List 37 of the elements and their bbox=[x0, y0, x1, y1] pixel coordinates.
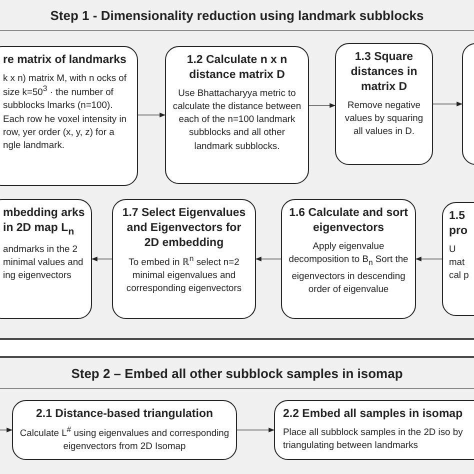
process-box bbox=[12, 400, 237, 460]
step-heading: 2.2 Embed all samples in isomap bbox=[283, 407, 464, 422]
step-description: Place all subblock samples in the 2D iso by triangulating between landmarks bbox=[283, 424, 464, 452]
step-description: Use Bhattacharyya metric to calculate the distance between each of the n=100 landmark subblocks and all other landmark subblocks. bbox=[172, 86, 302, 152]
process-box bbox=[335, 43, 433, 165]
process-box bbox=[0, 46, 138, 186]
arrow bbox=[91, 256, 112, 262]
process-box bbox=[112, 199, 256, 319]
step-heading: 1.7 Select Eigenvalues and Eigenvectors for 2D embedding bbox=[121, 206, 247, 251]
step-description: U mat cal p bbox=[449, 242, 470, 282]
step-description: To embed in ℝ$^{n}$ select n=2 minimal eigenvalues and corresponding eigenvectors bbox=[125, 254, 243, 294]
arrow bbox=[0, 428, 13, 432]
arrow bbox=[432, 102, 463, 106]
panel-title: Step 1 - Dimensionality reduction using landmark subblocks bbox=[50, 8, 424, 22]
step-panel bbox=[0, 0, 474, 340]
step-heading: 1.2 Calculate n x n distance matrix D bbox=[186, 53, 288, 83]
arrow bbox=[138, 112, 166, 118]
process-box bbox=[274, 400, 474, 460]
step-heading: re matrix of landmarks bbox=[3, 53, 128, 68]
step-heading: 1.3 Square distances in matrix D bbox=[350, 50, 418, 95]
panel-title: Step 2 – Embed all other subblock samples in isomap bbox=[71, 366, 403, 380]
step-description: andmarks in the 2 minimal values and ing eigenvectors bbox=[3, 242, 84, 282]
process-box bbox=[0, 199, 92, 319]
process-box bbox=[165, 46, 309, 184]
arrow bbox=[236, 428, 275, 432]
arrow bbox=[255, 256, 282, 262]
step-heading: 1.5 pro bbox=[449, 209, 469, 239]
process-box bbox=[281, 199, 416, 319]
step-description: Remove negative values by squaring all values in D. bbox=[344, 98, 424, 138]
step-description: Apply eigenvalue decomposition to B$_{n}$ Sort the eigenvectors in descending order of eigenvalue bbox=[288, 238, 410, 296]
arrow bbox=[308, 103, 336, 108]
step-description: k x n) matrix M, with n ocks of size k=50$^{3}$ · the number of subblocks lmarks (n=100). Each row he voxel intensity in row, yer order (x, y, z) for a ngle landmark. bbox=[3, 70, 128, 151]
step-heading: 1.6 Calculate and sort eigenvectors bbox=[288, 206, 409, 236]
arrow bbox=[415, 256, 442, 262]
step-description: Calculate L$^{#}$ using eigenvalues and corresponding eigenvectors from 2D Isomap bbox=[18, 424, 230, 452]
step-heading: 2.1 Distance-based triangulation bbox=[34, 407, 214, 422]
step-panel bbox=[0, 356, 474, 474]
